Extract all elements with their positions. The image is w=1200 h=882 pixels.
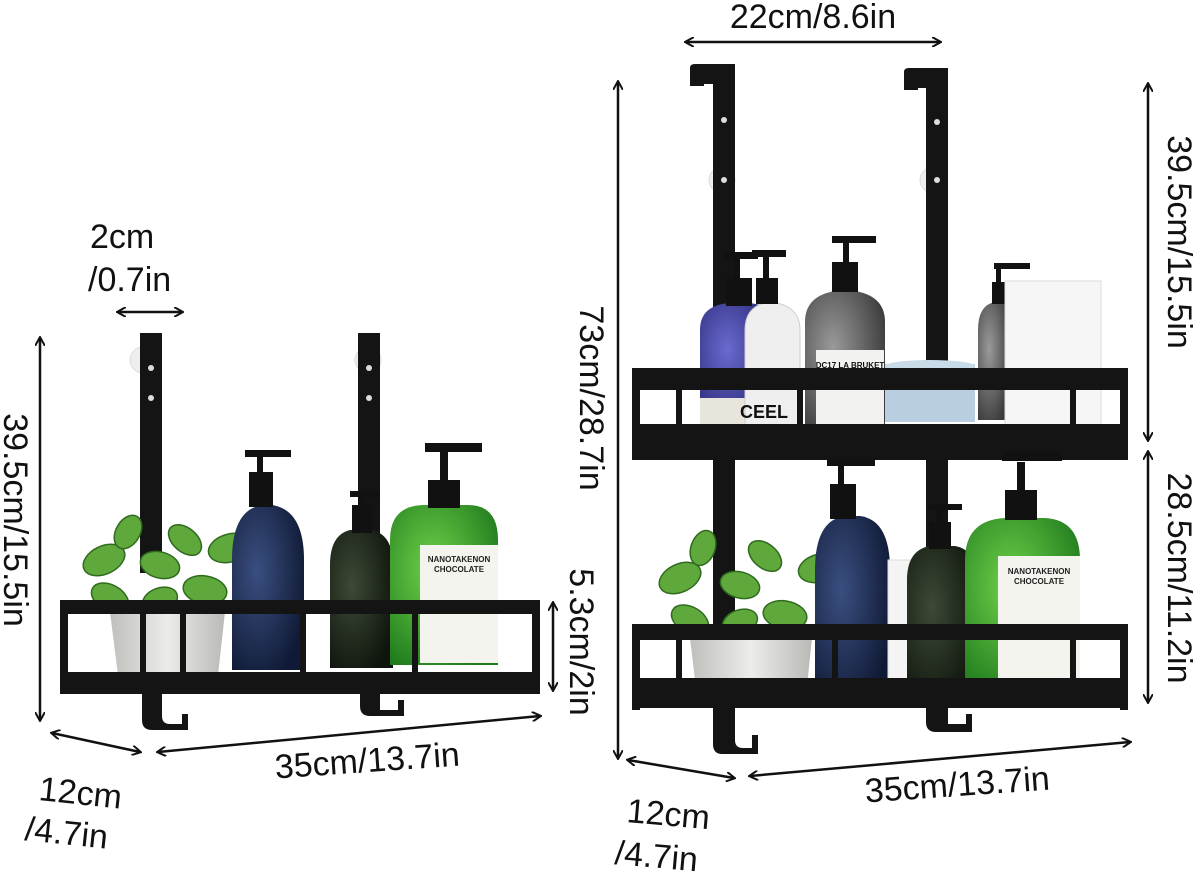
right-rack-right-hook [904, 68, 948, 420]
left-rack: NANOTAKENON CHOCOLATE 39.5cm/15.5in 2cm … [0, 218, 600, 857]
green-bottle-label-line1: NANOTAKENON [428, 555, 491, 564]
upper-basket [632, 368, 1128, 460]
right-width-arrow [750, 742, 1130, 776]
right-rack: CEEL DC17 LA BRUKET [572, 0, 1198, 879]
dark-green-bottle [907, 504, 977, 700]
white-bottle: CEEL [740, 250, 801, 439]
left-depth-label-line2: /4.7in [23, 810, 110, 856]
navy-bottle [815, 459, 890, 700]
green-bottle: NANOTAKENON CHOCOLATE [965, 452, 1080, 690]
right-depth-label-line1: 12cm [625, 792, 711, 837]
right-lower-height-label: 28.5cm/11.2in [1160, 472, 1198, 683]
grey-bottle-label: DC17 LA BRUKET [816, 361, 885, 370]
right-width-label: 35cm/13.7in [864, 760, 1051, 811]
left-depth-label-line1: 12cm [37, 770, 124, 816]
left-strap-label-line2: /0.7in [88, 261, 171, 299]
grey-bottle: DC17 LA BRUKET [805, 236, 885, 434]
left-rail-label: 5.3cm/2in [562, 568, 600, 715]
left-width-label: 35cm/13.7in [274, 736, 461, 787]
left-basket [60, 600, 540, 730]
dark-green-bottle [330, 491, 393, 668]
left-height-label: 39.5cm/15.5in [0, 413, 34, 627]
white-box [1004, 280, 1102, 430]
navy-bottle [232, 450, 304, 670]
green-bottle-label-line2: CHOCOLATE [434, 565, 485, 574]
left-strap-label-line1: 2cm [90, 218, 154, 256]
green-bottle: NANOTAKENON CHOCOLATE [390, 443, 498, 665]
green-bottle-label [998, 556, 1080, 686]
green-bottle-label-line2: CHOCOLATE [1014, 577, 1065, 586]
left-depth-arrow [52, 733, 140, 752]
right-depth-label-line2: /4.7in [613, 834, 699, 879]
lower-basket [632, 624, 1128, 754]
plant-pot [82, 514, 253, 675]
right-upper-height-label: 39.5cm/15.5in [1160, 135, 1198, 349]
white-bottle-label: CEEL [740, 402, 788, 422]
right-depth-arrow [628, 760, 734, 778]
left-strap [140, 333, 162, 573]
right-top-width-label: 22cm/8.6in [730, 0, 896, 36]
right-total-height-label: 73cm/28.7in [572, 305, 610, 490]
left-width-arrow [158, 716, 540, 752]
green-bottle-label-line1: NANOTAKENON [1008, 567, 1071, 576]
small-grey-bottle [978, 263, 1030, 420]
